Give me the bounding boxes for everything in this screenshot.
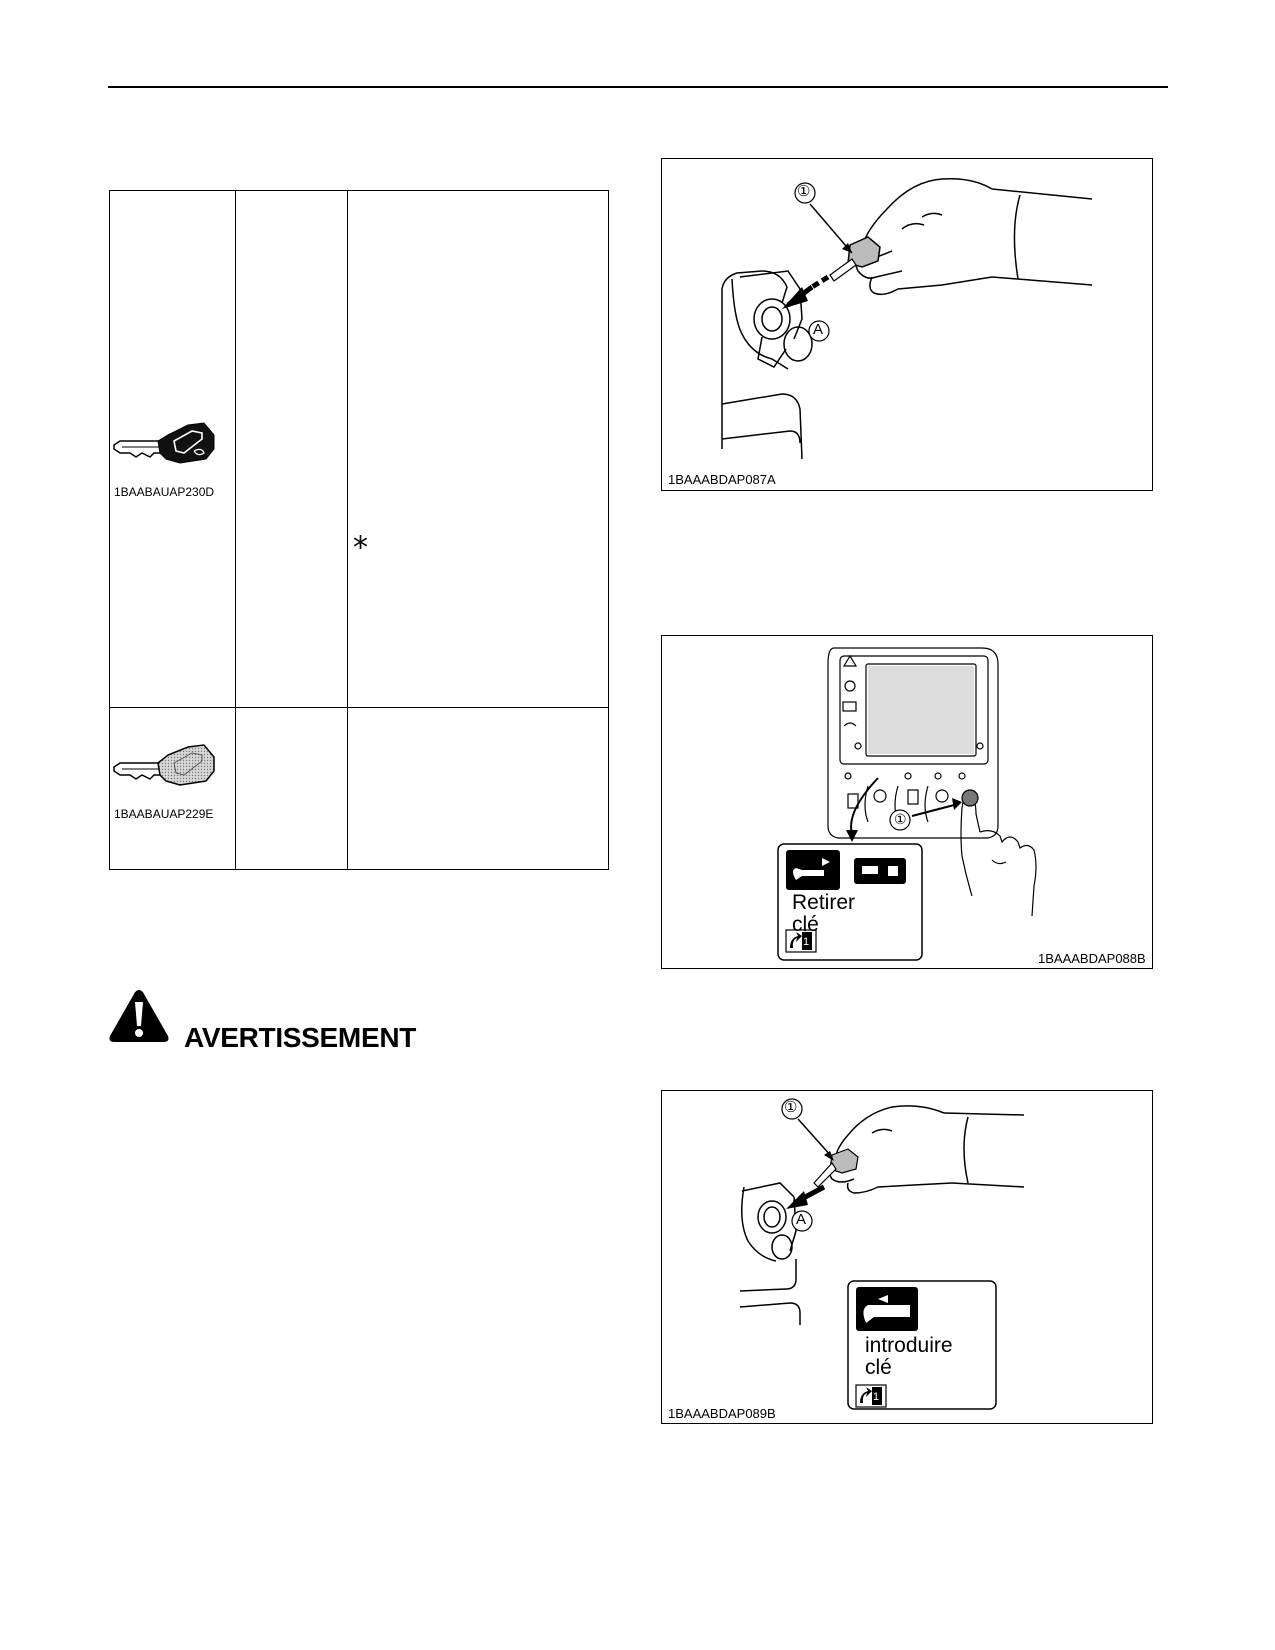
arrow-label: A	[796, 1211, 807, 1228]
header-rule	[108, 86, 1168, 88]
key-table: 1BAABAUAP230D ⁎ 1BAABAUAP229E	[109, 190, 609, 870]
display-step: 1	[873, 1391, 880, 1403]
key-image-code: 1BAABAUAP229E	[114, 807, 214, 821]
callout-number: ①	[894, 811, 907, 827]
insert-key-display-illustration	[739, 1098, 1025, 1410]
black-key-icon	[113, 422, 215, 464]
display-line-2: clé	[792, 913, 819, 936]
arrow-label: A	[813, 321, 824, 338]
note-asterisk: ⁎	[353, 522, 368, 555]
figure-code: 1BAAABDAP088B	[1038, 951, 1146, 966]
table-column-divider	[347, 191, 348, 869]
figure-remove-key-display: Retirer clé 1 ① 1BAAABDAP088B	[661, 635, 1153, 969]
grey-key-icon	[113, 744, 215, 786]
callout-number: ①	[784, 1099, 798, 1116]
figure-insert-key: ① A 1BAAABDAP087A	[661, 158, 1153, 491]
warning-title: AVERTISSEMENT	[184, 1022, 417, 1053]
insert-key-illustration	[721, 177, 1093, 460]
display-step: 1	[803, 936, 810, 948]
callout-number: ①	[797, 183, 811, 200]
table-row-divider	[110, 707, 608, 708]
display-line-1: introduire	[865, 1334, 953, 1357]
display-line-1: Retirer	[792, 891, 856, 914]
figure-insert-key-display: introduire clé 1 ① A 1BAAABDAP089B	[661, 1090, 1153, 1424]
figure-code: 1BAAABDAP089B	[668, 1406, 776, 1421]
key-image-code: 1BAABAUAP230D	[114, 485, 215, 499]
table-column-divider	[235, 191, 236, 869]
meter-panel-illustration	[777, 647, 1037, 961]
display-line-2: clé	[865, 1356, 892, 1379]
figure-code: 1BAAABDAP087A	[668, 472, 776, 487]
warning-triangle-icon	[109, 990, 169, 1042]
